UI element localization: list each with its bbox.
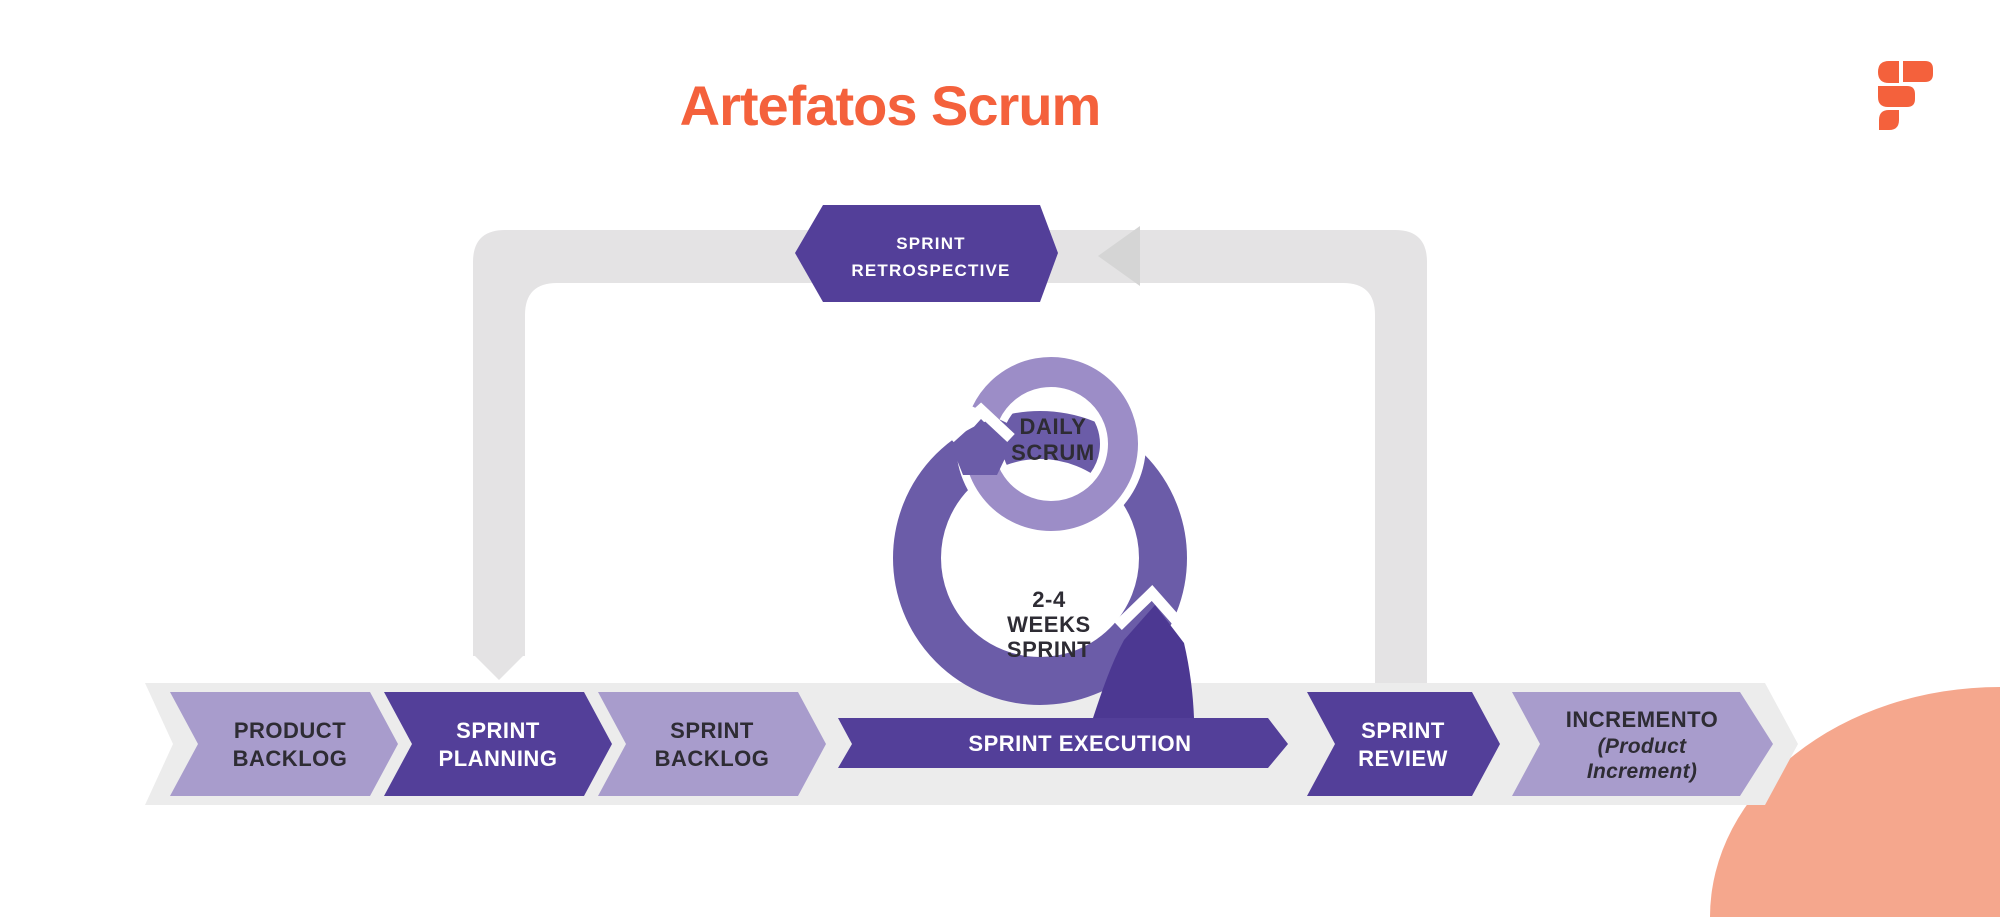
sprint-backlog-label-line1: SPRINT <box>670 718 754 743</box>
product-backlog-label-line2: BACKLOG <box>233 746 348 771</box>
retrospective-label-line1: SPRINT <box>896 234 966 253</box>
logo-shape-4 <box>1879 110 1899 130</box>
increment-label-line1: INCREMENTO <box>1566 707 1719 732</box>
sprint-review-label-line2: REVIEW <box>1358 746 1448 771</box>
sprint-cycle-label-line3: SPRINT <box>1007 637 1091 662</box>
chevron-sprint-execution <box>838 718 1288 768</box>
sprint-cycle-ring <box>893 411 1187 705</box>
retrospective-label-line2: RETROSPECTIVE <box>851 261 1010 280</box>
increment-label-line3: Increment) <box>1587 760 1697 783</box>
loop-direction-arrow-icon <box>1098 226 1140 286</box>
sprint-backlog-label-line2: BACKLOG <box>655 746 770 771</box>
sprint-planning-label-line2: PLANNING <box>439 746 558 771</box>
sprint-review-label-line1: SPRINT <box>1361 718 1445 743</box>
sprint-planning-label-line1: SPRINT <box>456 718 540 743</box>
brand-f-logo-icon <box>1878 61 1933 130</box>
logo-shape-2 <box>1903 61 1933 82</box>
increment-label-line2: (Product <box>1598 735 1687 758</box>
loop-connector-path <box>473 230 1427 686</box>
ring-to-daily-arrow-icon <box>953 419 1010 475</box>
logo-shape-1 <box>1878 61 1899 83</box>
sprint-execution-label: SPRINT EXECUTION <box>968 731 1191 756</box>
corner-accent-shape <box>1710 687 2000 917</box>
chevron-sprint-review <box>1307 692 1500 796</box>
page-title: Artefatos Scrum <box>680 74 1101 137</box>
sprint-cycle-label-line2: WEEKS <box>1007 612 1091 637</box>
logo-shape-3 <box>1878 86 1915 107</box>
sprint-cycle-label-line1: 2-4 <box>1032 587 1066 612</box>
daily-scrum-label-line1: DAILY <box>1020 414 1087 439</box>
daily-scrum-label-line2: SCRUM <box>1011 440 1095 465</box>
junction-notch <box>946 402 1015 443</box>
banner-sprint-retrospective <box>795 205 1058 302</box>
daily-scrum-arc <box>965 357 1138 531</box>
chevron-product-backlog <box>170 692 398 796</box>
chevron-sprint-planning <box>384 692 612 796</box>
chevron-sprint-backlog <box>598 692 826 796</box>
chevron-increment <box>1512 692 1773 796</box>
ring-notch <box>1114 585 1188 632</box>
product-backlog-label-line1: PRODUCT <box>234 718 346 743</box>
band-to-ring-arrow <box>1093 605 1194 718</box>
